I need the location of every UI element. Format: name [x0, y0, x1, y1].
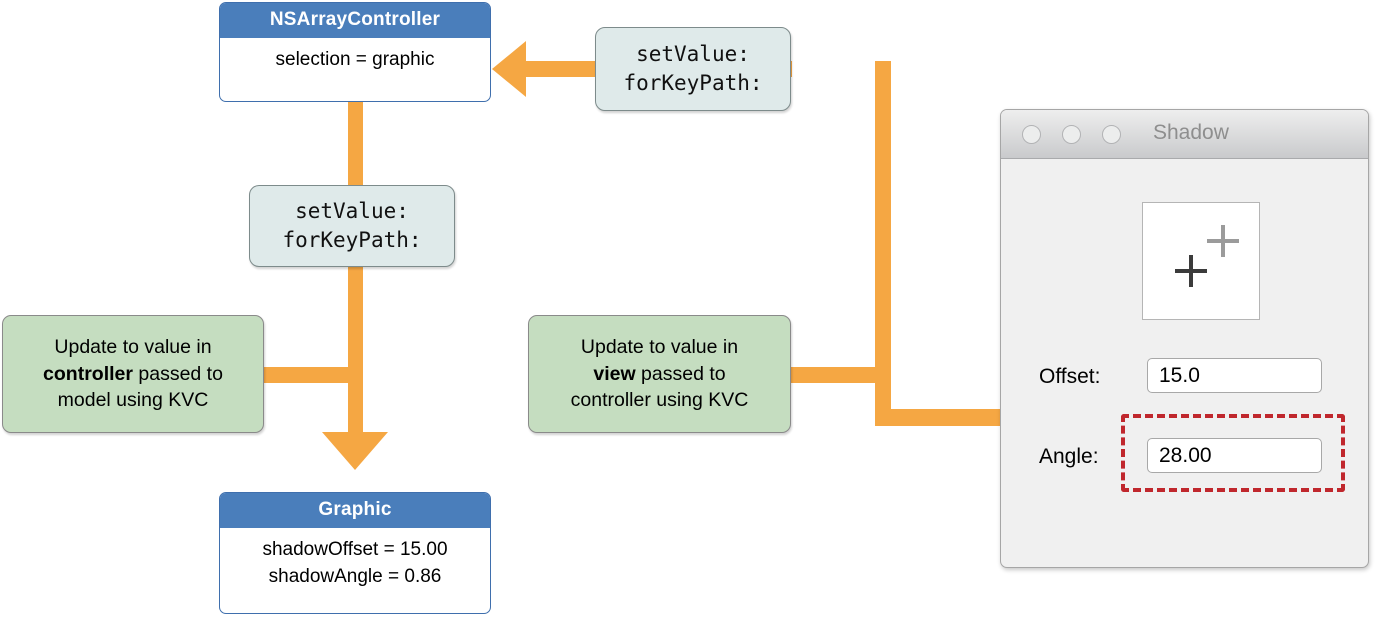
setvalue-left-line1: setValue: [295, 199, 409, 224]
connector-note-controller-to-trunk [262, 367, 352, 383]
window-zoom-button[interactable] [1102, 125, 1121, 144]
connector-note-view-to-vertical [789, 367, 884, 383]
graphic-box: Graphic shadowOffset = 15.00 shadowAngle… [219, 492, 491, 614]
graphic-header: Graphic [220, 493, 490, 528]
nsarraycontroller-box: NSArrayController selection = graphic [219, 2, 491, 102]
connector-controller-to-model-vertical [348, 101, 363, 433]
connector-view-to-setvalue-vertical [875, 61, 891, 425]
graphic-shadowoffset-line: shadowOffset = 15.00 [262, 539, 448, 560]
note-controller-line1: Update to value in [54, 336, 212, 359]
nsarraycontroller-header: NSArrayController [220, 3, 490, 38]
setvalue-top-line1: setValue: [636, 42, 750, 67]
note-view-line3: controller using KVC [570, 389, 749, 412]
angle-field-highlight [1121, 414, 1345, 492]
offset-input[interactable]: 15.0 [1147, 358, 1322, 393]
note-view-line1: Update to value in [580, 336, 739, 359]
main-cross-icon [1175, 255, 1207, 287]
note-view-line2: view passed to [571, 361, 749, 388]
note-controller-line2-rest: passed to [132, 362, 223, 385]
note-controller-line3: model using KVC [57, 389, 209, 412]
setvalue-top-line2: forKeyPath: [623, 71, 763, 95]
offset-label: Offset: [1039, 365, 1101, 388]
note-view-bold: view [593, 362, 636, 385]
window-close-button[interactable] [1022, 125, 1041, 144]
window-minimize-button[interactable] [1062, 125, 1081, 144]
graphic-body: shadowOffset = 15.00 shadowAngle = 0.86 [220, 528, 490, 601]
note-controller-bold: controller [43, 362, 133, 385]
note-view-to-controller: Update to value in view passed to contro… [528, 315, 791, 433]
note-controller-to-model: Update to value in controller passed to … [2, 315, 264, 433]
arrowhead-into-nsarraycontroller [492, 41, 526, 97]
arrowhead-into-graphic [322, 432, 388, 470]
setvalue-forkeypath-top-box: setValue: forKeyPath: [595, 27, 791, 111]
window-titlebar[interactable]: Shadow [1001, 110, 1368, 159]
shadow-window[interactable]: Shadow Offset: 15.0 Angle: 28.00 [1000, 109, 1369, 568]
note-view-line2-rest: passed to [635, 362, 726, 385]
window-title: Shadow [1153, 121, 1229, 144]
note-controller-line2: controller passed to [43, 361, 223, 388]
shadow-preview-area [1142, 202, 1260, 320]
setvalue-left-line2: forKeyPath: [282, 228, 422, 252]
angle-label: Angle: [1039, 445, 1099, 468]
angle-input[interactable]: 28.00 [1147, 438, 1322, 473]
graphic-shadowangle-line: shadowAngle = 0.86 [268, 565, 442, 587]
shadow-cross-icon [1207, 225, 1239, 257]
setvalue-forkeypath-left-box: setValue: forKeyPath: [249, 185, 455, 267]
nsarraycontroller-body: selection = graphic [275, 49, 435, 70]
